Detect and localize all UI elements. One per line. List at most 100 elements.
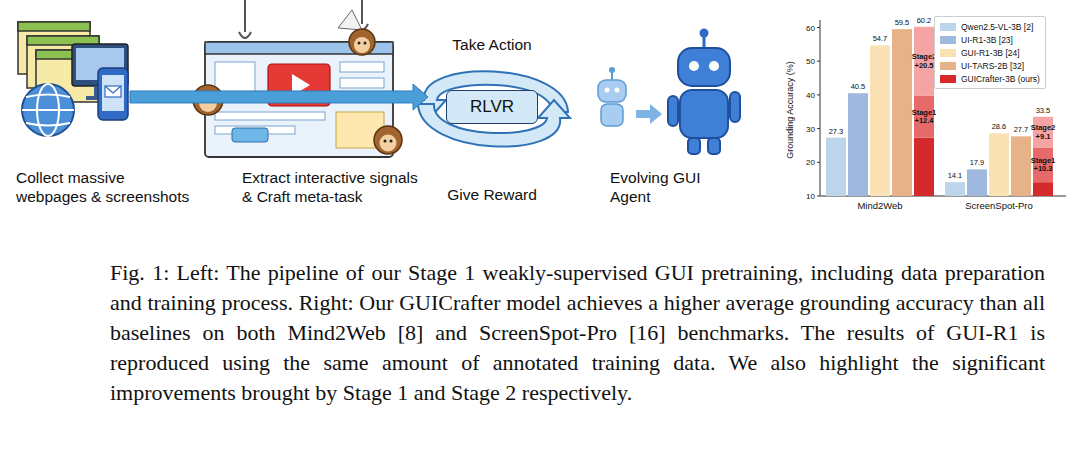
value-label: 27.3 xyxy=(829,127,844,136)
legend-row: GUI-R1-3B [24] xyxy=(940,46,1040,59)
gain-label: Stage2 +9.1 xyxy=(1028,124,1058,141)
screens-icon-part xyxy=(105,86,121,93)
step-caption: Collect massive webpages & screenshots xyxy=(12,168,190,206)
craft-illustration-part xyxy=(340,78,384,88)
craft-illustration-part xyxy=(244,0,246,32)
craft-illustration-part xyxy=(361,0,363,24)
craft-illustration-part xyxy=(215,112,325,120)
tick-mark xyxy=(817,61,820,62)
legend-text: UI-R1-3B [23] xyxy=(961,35,1013,45)
tick-label: 10 xyxy=(806,192,815,201)
tick-mark xyxy=(817,94,820,95)
robot-icons xyxy=(598,29,740,155)
robot-icons-part xyxy=(709,61,719,71)
robot-icons-part xyxy=(636,104,662,124)
craft-illustration-part xyxy=(354,37,370,53)
group-label: Mind2Web xyxy=(857,200,902,211)
legend-swatch xyxy=(940,23,956,31)
craft-illustration xyxy=(193,0,402,157)
value-label: 27.7 xyxy=(1014,125,1029,134)
tick-mark xyxy=(817,162,820,163)
screens-icon-part xyxy=(102,75,124,111)
tick-label: 30 xyxy=(806,124,815,133)
bar xyxy=(870,45,890,196)
step-caption: Extract interactive signals & Craft meta… xyxy=(178,168,428,206)
bar xyxy=(1011,136,1031,196)
craft-illustration-part xyxy=(390,140,393,143)
craft-illustration-part xyxy=(364,42,367,45)
value-label: 33.5 xyxy=(1036,106,1051,115)
robot-icons-part xyxy=(708,138,720,154)
legend: Qwen2.5-VL-3B [2] UI-R1-3B [23] GUI-R1-3B … xyxy=(934,16,1046,89)
bar-base xyxy=(914,138,934,196)
screens-icon-part xyxy=(22,109,74,111)
craft-illustration-part xyxy=(338,10,362,30)
screens-icon-part xyxy=(22,84,74,136)
gain-label: Stage1 +12.4 xyxy=(909,108,939,125)
tick-label: 50 xyxy=(806,57,815,66)
legend-row: Qwen2.5-VL-3B [2] xyxy=(940,20,1040,33)
robot-icons-part xyxy=(680,90,728,138)
craft-illustration-part xyxy=(358,42,361,45)
robot-icons-part xyxy=(601,104,623,126)
step-caption: Evolving GUI Agent xyxy=(588,168,702,206)
craft-illustration-part xyxy=(232,128,268,142)
tick-label: 60 xyxy=(806,23,815,32)
tick-mark xyxy=(817,27,820,28)
value-label: 40.5 xyxy=(851,82,866,91)
legend-text: GUICrafter-3B (ours) xyxy=(961,74,1040,84)
value-label: 59.5 xyxy=(895,18,910,27)
craft-illustration-part xyxy=(239,32,251,38)
legend-row: UI-TARS-2B [32] xyxy=(940,59,1040,72)
robot-icons-part xyxy=(689,61,699,71)
legend-swatch xyxy=(940,49,956,57)
robot-icons-part xyxy=(688,138,700,154)
robot-icons-part xyxy=(668,96,678,126)
screens-icon-part xyxy=(98,68,128,120)
cycle-arrows xyxy=(414,71,570,146)
value-label: 14.1 xyxy=(948,171,963,180)
y-axis xyxy=(820,20,821,196)
legend-swatch xyxy=(940,75,956,83)
cycle-label: Give Reward xyxy=(447,186,537,204)
axis-title: Grounding Accuracy (%) xyxy=(785,61,795,159)
craft-illustration-part xyxy=(340,62,384,72)
group-label: ScreenSpot-Pro xyxy=(965,200,1033,211)
legend-swatch xyxy=(940,36,956,44)
legend-row: UI-R1-3B [23] xyxy=(940,33,1040,46)
robot-icons-part xyxy=(605,88,610,93)
robot-icons-part xyxy=(700,29,709,38)
step-group: Collect massive webpages & screenshots xyxy=(12,18,190,206)
bar xyxy=(967,169,987,196)
step-group: Extract interactive signals & Craft meta… xyxy=(178,18,428,206)
robot-icons-part xyxy=(678,48,730,86)
tick-label: 20 xyxy=(806,158,815,167)
tick-label: 40 xyxy=(806,90,815,99)
bar xyxy=(848,93,868,196)
screens-icon-part xyxy=(105,86,121,97)
value-label: 54.7 xyxy=(873,34,888,43)
figure-caption: Fig. 1: Left: The pipeline of our Stage … xyxy=(110,258,1045,408)
legend-text: GUI-R1-3B [24] xyxy=(961,48,1020,58)
legend-text: UI-TARS-2B [32] xyxy=(961,61,1024,71)
robot-icons-part xyxy=(703,36,706,48)
craft-illustration-part xyxy=(384,140,387,143)
gain-label: Stage1 +10.3 xyxy=(1028,156,1058,173)
legend-text: Qwen2.5-VL-3B [2] xyxy=(961,22,1033,32)
robot-icons-part xyxy=(730,92,740,122)
tick-mark xyxy=(817,196,820,197)
value-label: 60.2 xyxy=(917,16,932,25)
craft-illustration-part xyxy=(380,135,397,152)
process-box: RLVR xyxy=(446,90,538,124)
screens-icon-part xyxy=(18,22,90,31)
box-label: RLVR xyxy=(470,97,514,117)
screens-icon xyxy=(18,22,128,136)
robot-icons-part xyxy=(611,72,613,80)
craft-illustration-part xyxy=(374,126,402,154)
bar xyxy=(989,133,1009,196)
screens-icon-part xyxy=(26,95,70,126)
tick-mark xyxy=(817,128,820,129)
robot-icons-part xyxy=(615,88,620,93)
robot-icons-part xyxy=(609,67,615,73)
